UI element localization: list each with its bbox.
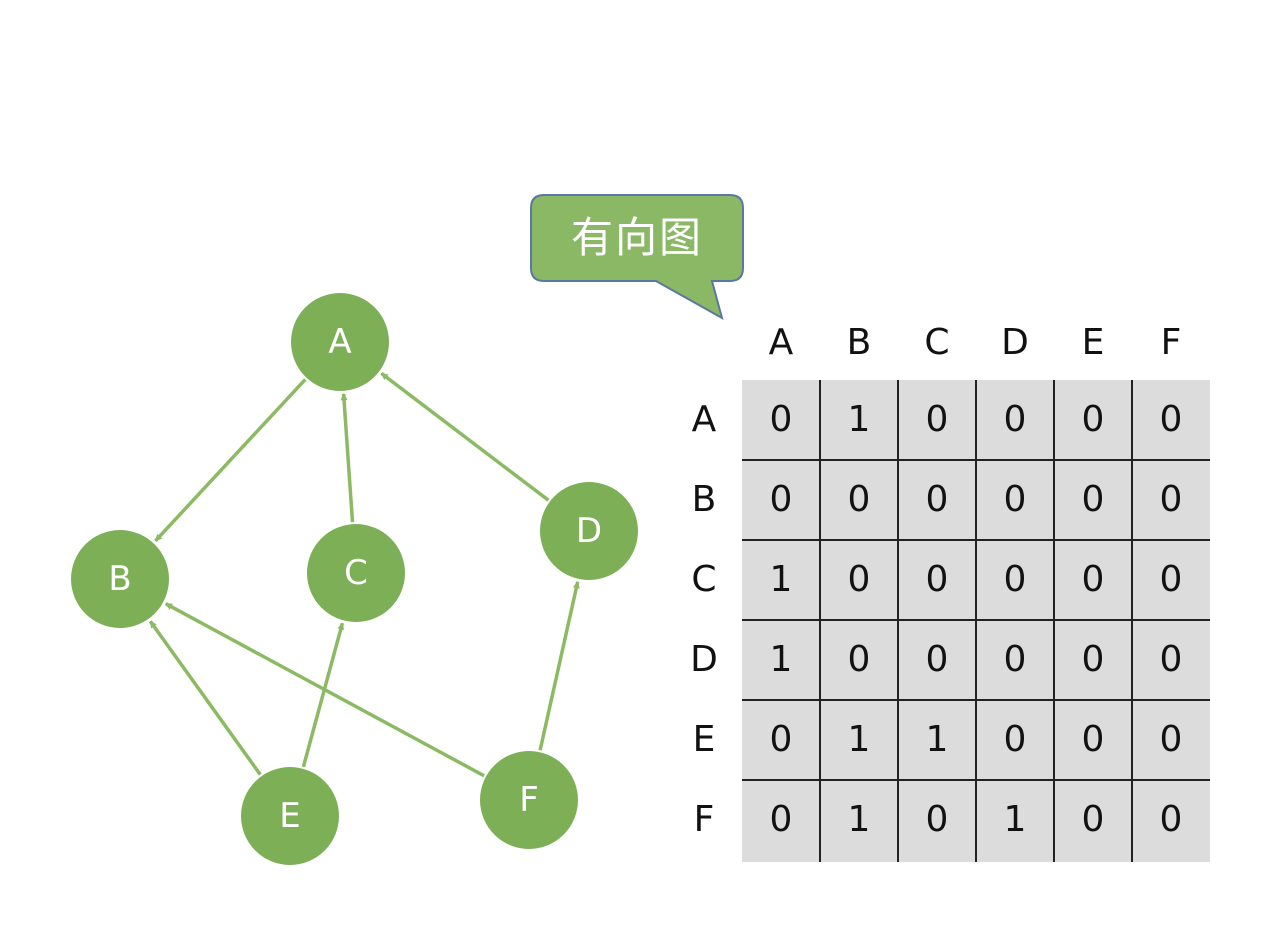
column-header-c: C	[924, 322, 950, 363]
matrix-cell-a-f: 0	[1159, 399, 1183, 440]
matrix-grid-line	[742, 779, 1210, 781]
node-circle	[241, 767, 339, 865]
matrix-cell-a-e: 0	[1081, 399, 1105, 440]
matrix-cell-a-d: 0	[1003, 399, 1027, 440]
callout-title: 有向图	[570, 213, 703, 262]
directed-graph-callout: 有向图	[530, 194, 744, 321]
matrix-cell-d-f: 0	[1159, 639, 1183, 680]
graph-edges	[148, 372, 580, 778]
matrix-grid-line	[742, 699, 1210, 701]
adjacency-matrix: 0 1 0 0 0 0 0 0 0 0 0 0 1 0 0 0 0 0 1 0 0 0 0 0 0 1 1 0 0 0 0 1 0 1 0 0	[742, 380, 1210, 862]
matrix-cell-c-d: 0	[1003, 559, 1027, 600]
edge-f-to-d	[538, 581, 580, 751]
matrix-cell-a-a: 0	[769, 399, 793, 440]
matrix-cell-b-a: 0	[769, 479, 793, 520]
row-header-f: F	[693, 799, 715, 840]
matrix-cell-a-c: 0	[925, 399, 949, 440]
node-circle	[291, 293, 389, 391]
node-b: B	[71, 530, 169, 628]
node-a: A	[291, 293, 389, 391]
node-label: E	[279, 796, 300, 836]
matrix-cell-b-b: 0	[847, 479, 871, 520]
node-circle	[71, 530, 169, 628]
edge-f-to-b	[164, 602, 485, 778]
matrix-cell-d-b: 0	[847, 639, 871, 680]
graph-nodes: A B C D E F	[71, 293, 638, 865]
node-label: B	[108, 559, 131, 599]
matrix-cell-b-d: 0	[1003, 479, 1027, 520]
matrix-cell-d-a: 1	[769, 639, 793, 680]
column-header-e: E	[1081, 322, 1105, 363]
edge-c-to-a	[340, 393, 355, 523]
matrix-grid-line	[742, 619, 1210, 621]
matrix-cell-c-e: 0	[1081, 559, 1105, 600]
matrix-cell-c-c: 0	[925, 559, 949, 600]
edge-a-to-b	[154, 378, 307, 543]
matrix-cell-e-a: 0	[769, 719, 793, 760]
row-header-e: E	[692, 719, 716, 760]
matrix-cell-e-b: 1	[847, 719, 871, 760]
node-circle	[307, 524, 405, 622]
matrix-cell-f-d: 1	[1003, 799, 1027, 840]
matrix-cell-b-e: 0	[1081, 479, 1105, 520]
matrix-cell-b-c: 0	[925, 479, 949, 520]
row-header-c: C	[691, 559, 717, 600]
matrix-cell-e-f: 0	[1159, 719, 1183, 760]
matrix-cell-e-e: 0	[1081, 719, 1105, 760]
matrix-grid-line	[1053, 380, 1055, 862]
column-header-d: D	[1001, 322, 1029, 363]
row-header-a: A	[691, 399, 717, 440]
matrix-grid-line	[1131, 380, 1133, 862]
matrix-cell-f-c: 0	[925, 799, 949, 840]
matrix-grid-line	[819, 380, 821, 862]
node-c: C	[307, 524, 405, 622]
node-label: A	[328, 322, 351, 362]
edge-d-to-a	[380, 372, 550, 502]
column-header-b: B	[846, 322, 872, 363]
matrix-cell-e-c: 1	[925, 719, 949, 760]
matrix-cell-f-e: 0	[1081, 799, 1105, 840]
matrix-grid-line	[742, 539, 1210, 541]
matrix-cell-c-b: 0	[847, 559, 871, 600]
matrix-cell-d-c: 0	[925, 639, 949, 680]
matrix-cell-f-f: 0	[1159, 799, 1183, 840]
callout-shape	[530, 194, 744, 321]
matrix-cell-f-b: 1	[847, 799, 871, 840]
row-header-d: D	[690, 639, 718, 680]
matrix-cell-c-a: 1	[769, 559, 793, 600]
matrix-cell-f-a: 0	[769, 799, 793, 840]
row-header-b: B	[691, 479, 717, 520]
node-label: D	[576, 511, 602, 551]
matrix-grid-line	[742, 459, 1210, 461]
node-label: F	[519, 780, 539, 820]
node-d: D	[540, 482, 638, 580]
matrix-cell-d-d: 0	[1003, 639, 1027, 680]
column-header-f: F	[1160, 322, 1182, 363]
matrix-cell-e-d: 0	[1003, 719, 1027, 760]
node-circle	[480, 751, 578, 849]
edge-e-to-c	[301, 622, 345, 768]
matrix-cell-b-f: 0	[1159, 479, 1183, 520]
node-label: C	[344, 553, 368, 593]
edge-e-to-b	[148, 620, 262, 776]
node-e: E	[241, 767, 339, 865]
matrix-grid-line	[975, 380, 977, 862]
matrix-cell-c-f: 0	[1159, 559, 1183, 600]
node-f: F	[480, 751, 578, 849]
matrix-grid-line	[897, 380, 899, 862]
node-circle	[540, 482, 638, 580]
matrix-cell-d-e: 0	[1081, 639, 1105, 680]
matrix-cell-a-b: 1	[847, 399, 871, 440]
column-header-a: A	[768, 322, 794, 363]
